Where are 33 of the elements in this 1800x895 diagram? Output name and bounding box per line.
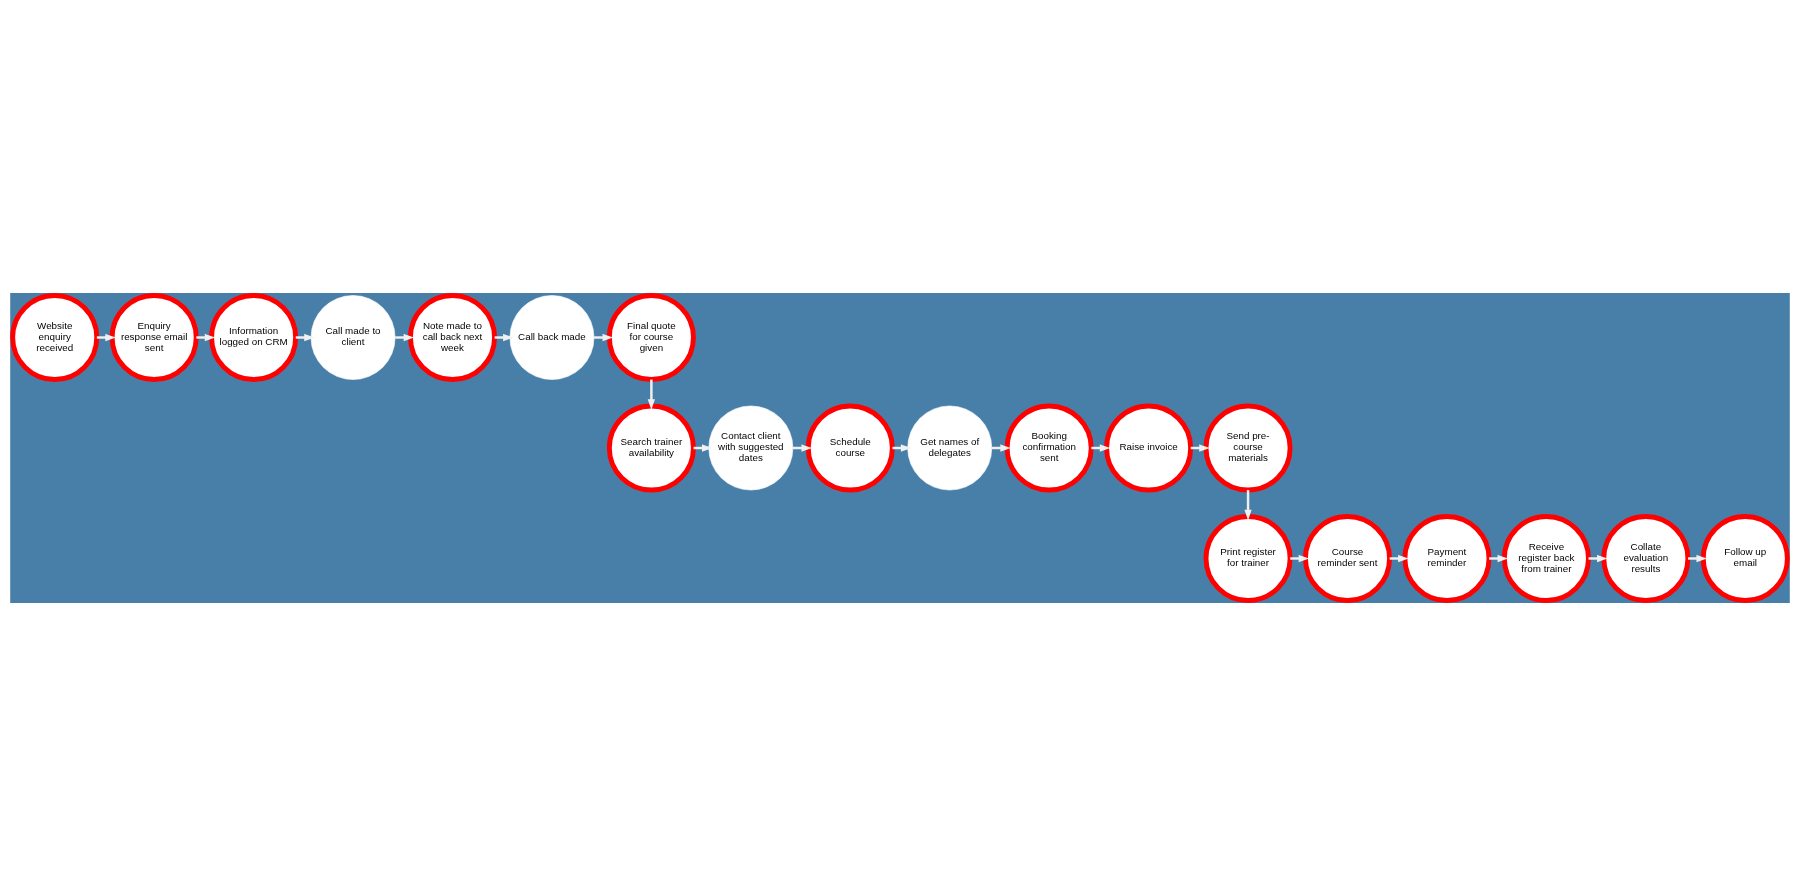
node-circle: Payment reminder [1402,513,1492,603]
node-circle: Call back made [509,294,595,380]
node-circle: Print register for trainer [1203,513,1293,603]
node-circle: Booking confirmation sent [1004,403,1094,492]
arrow [647,379,656,410]
arrow [96,333,116,341]
node-circle: Collate evaluation results [1601,513,1691,603]
node-circle: Call made to client [310,294,396,380]
arrow [494,333,514,341]
arrow [1290,554,1310,562]
node-circle: Contact client with suggested dates [708,405,794,490]
node-circle: Enquiry response email sent [109,292,199,382]
node-circle: Schedule course [805,403,895,492]
arrow [295,333,315,341]
arrow [1588,554,1608,562]
node-circle: Raise invoice [1104,403,1194,492]
arrow [395,333,415,341]
node-circle: Search trainer availability [606,403,696,492]
arrow [1244,489,1252,520]
arrow [1489,554,1509,562]
node-circle: Send pre-course materials [1203,403,1293,492]
node-circle: Information logged on CRM [209,292,299,382]
node-circle: Note made to call back next week [408,292,497,382]
node-circle: Final quote for course given [606,292,696,382]
node-circle: Website enquiry received [10,292,100,382]
node-circle: Course reminder sent [1303,513,1392,603]
arrow [1389,554,1409,562]
arrow [594,333,614,341]
node-circle: Get names of delegates [907,405,993,490]
node-circle: Receive register back from trainer [1501,513,1591,603]
node-circle: Follow up email [1700,513,1790,603]
arrow [196,333,216,341]
arrow [1688,554,1707,562]
